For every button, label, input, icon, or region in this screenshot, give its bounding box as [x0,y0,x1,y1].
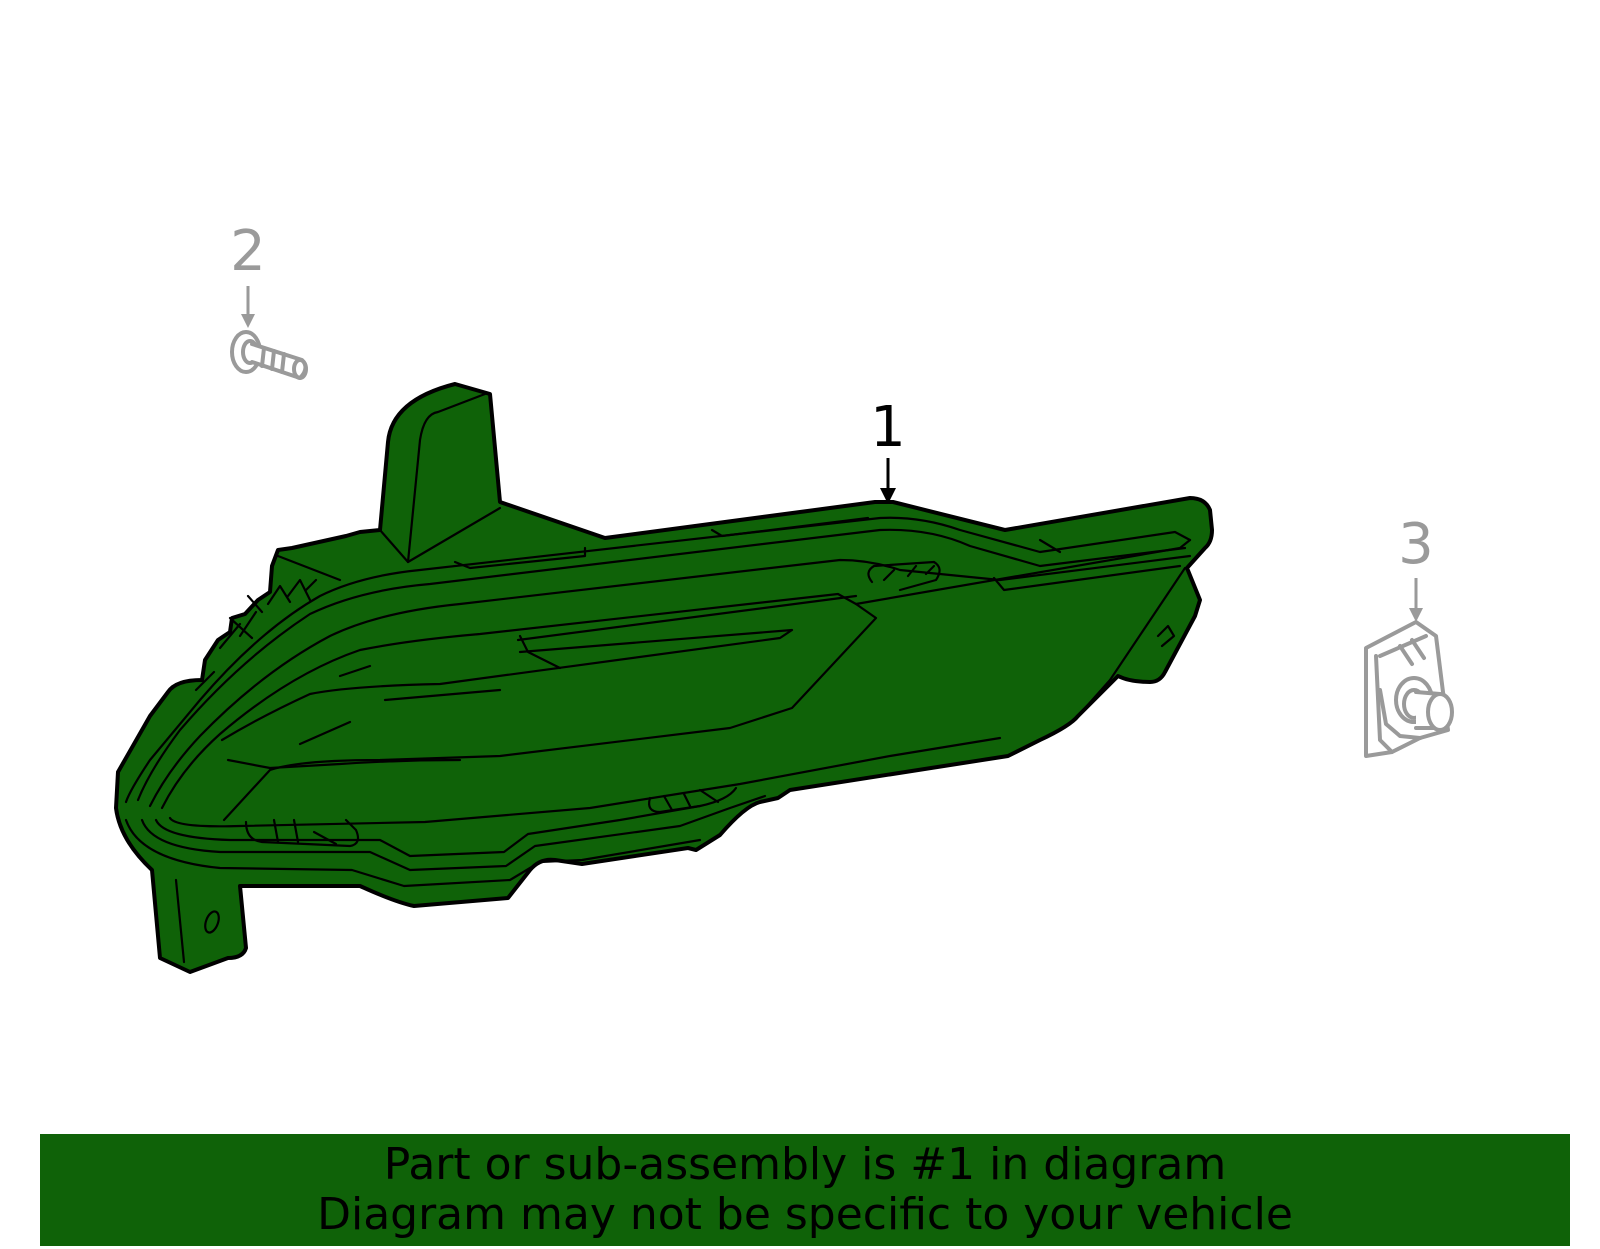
callout-2-label: 2 [230,219,266,284]
callout-3-arrow [1409,578,1423,622]
part-1-lamp-assembly [114,382,1214,974]
banner-background [40,1134,1570,1246]
lamp-housing [114,382,1214,974]
banner-line-1: Part or sub-assembly is #1 in diagram [383,1139,1227,1190]
callout-1-label: 1 [870,395,906,460]
callout-1-arrow [880,458,896,504]
info-banner: Part or sub-assembly is #1 in diagram Di… [40,1134,1570,1246]
banner-line-2: Diagram may not be specific to your vehi… [317,1189,1293,1240]
callout-2-arrow [241,286,255,328]
part-2-screw [230,330,308,380]
part-3-bracket [1364,620,1454,758]
callout-3-label: 3 [1398,512,1434,577]
